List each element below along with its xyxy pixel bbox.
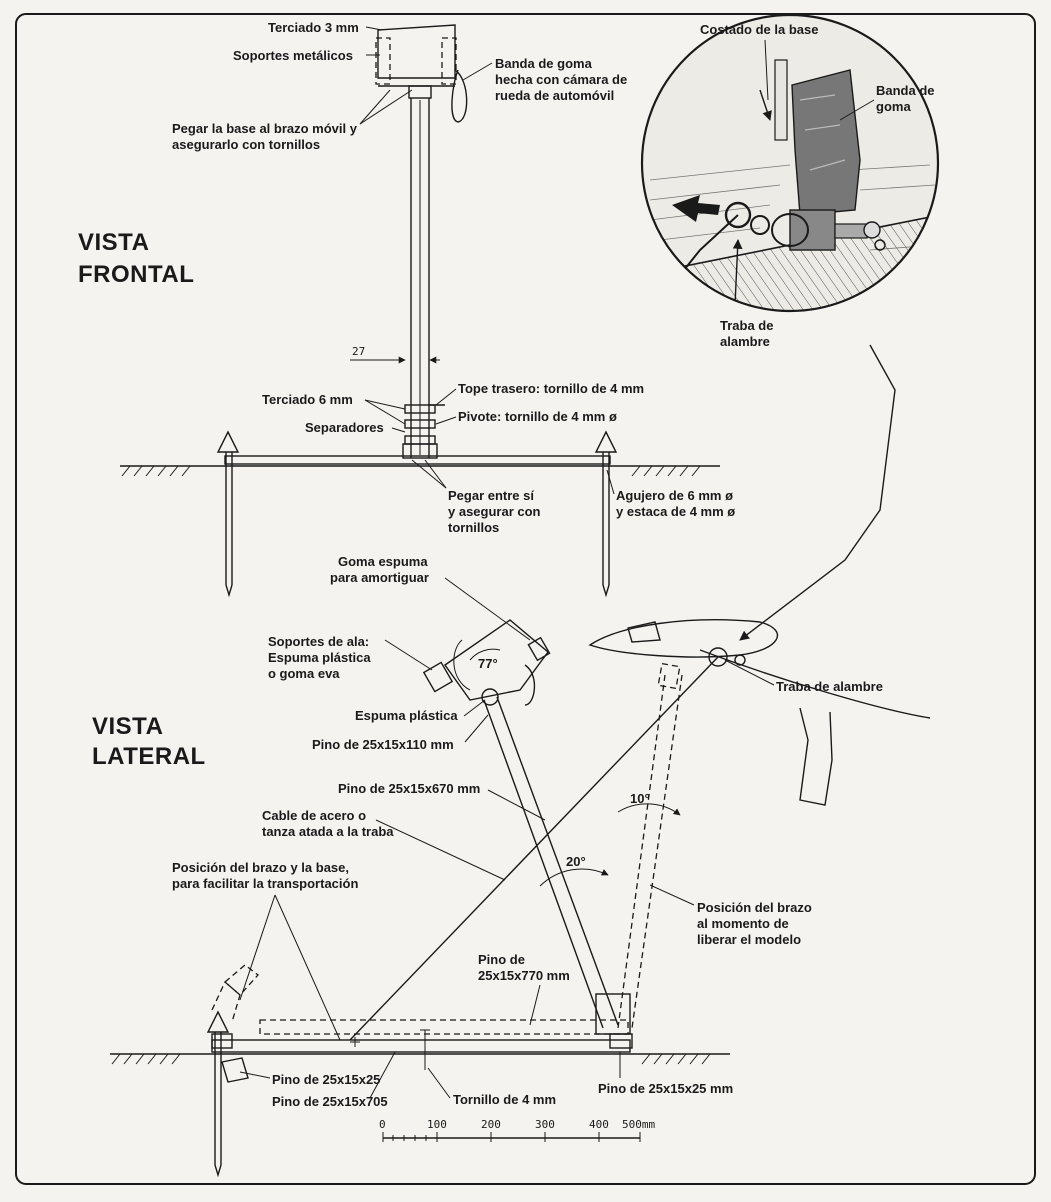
- front-stake-right: [594, 430, 618, 598]
- scale-bar: 0 100 200 300 400 500mm: [379, 1118, 655, 1142]
- label-angle-77: 77°: [478, 656, 498, 671]
- label-rubber-band-3: rueda de automóvil: [495, 88, 614, 103]
- detail-label-rubber-1: Banda de: [876, 83, 935, 98]
- label-glue-together-2: y asegurar con: [448, 504, 541, 519]
- label-pine-705: Pino de 25x15x705: [272, 1094, 388, 1109]
- front-head-assembly: [375, 24, 468, 123]
- side-release-arm: [617, 662, 683, 1029]
- label-cable-2: tanza atada a la traba: [262, 824, 394, 839]
- label-rear-stop: Tope trasero: tornillo de 4 mm: [458, 381, 644, 396]
- detail-label-wire-latch-1: Traba de: [720, 318, 773, 333]
- side-view-title-1: VISTA: [92, 713, 163, 740]
- label-release-3: liberar el modelo: [697, 932, 801, 947]
- label-angle-10: 10°: [630, 791, 650, 806]
- label-glue-base-1: Pegar la base al brazo móvil y: [172, 121, 358, 136]
- label-wing-supports-1: Soportes de ala:: [268, 634, 369, 649]
- detail-label-base-side: Costado de la base: [700, 22, 818, 37]
- scale-tick-0: 0: [379, 1118, 386, 1131]
- scale-tick-300: 300: [535, 1118, 555, 1131]
- label-screw-4mm: Tornillo de 4 mm: [453, 1092, 556, 1107]
- label-pine-770-1: Pino de: [478, 952, 525, 967]
- label-plywood-3mm: Terciado 3 mm: [268, 20, 359, 35]
- label-hole-1: Agujero de 6 mm ø: [616, 488, 733, 503]
- label-release-1: Posición del brazo: [697, 900, 812, 915]
- label-glue-base-2: asegurarlo con tornillos: [172, 137, 320, 152]
- label-pine-670: Pino de 25x15x670 mm: [338, 781, 480, 796]
- label-pine-110: Pino de 25x15x110 mm: [312, 737, 454, 752]
- front-stake-left: [216, 430, 240, 598]
- label-foam-2: para amortiguar: [330, 570, 429, 585]
- scale-tick-200: 200: [481, 1118, 501, 1131]
- label-release-2: al momento de: [697, 916, 789, 931]
- side-transport-position: [211, 964, 629, 1035]
- label-pine-770-2: 25x15x770 mm: [478, 968, 570, 983]
- page-frame: [15, 13, 1036, 1185]
- front-vertical-arm: [402, 98, 445, 459]
- label-wire-latch: Traba de alambre: [776, 679, 883, 694]
- label-wing-supports-2: Espuma plástica: [268, 650, 371, 665]
- label-pine-25-left: Pino de 25x15x25: [272, 1072, 380, 1087]
- label-plastic-foam: Espuma plástica: [355, 708, 458, 723]
- side-head-assembly: [422, 619, 551, 706]
- side-view-title-2: LATERAL: [92, 743, 206, 770]
- label-wing-supports-3: o goma eva: [268, 666, 340, 681]
- label-plywood-6mm: Terciado 6 mm: [262, 392, 353, 407]
- label-transport-1: Posición del brazo y la base,: [172, 860, 349, 875]
- label-glue-together-3: tornillos: [448, 520, 499, 535]
- label-transport-2: para facilitar la transportación: [172, 876, 358, 891]
- detail-label-wire-latch-2: alambre: [720, 334, 770, 349]
- front-view-title-2: FRONTAL: [78, 261, 194, 288]
- label-hole-2: y estaca de 4 mm ø: [616, 504, 735, 519]
- label-rubber-band-2: hecha con cámara de: [495, 72, 627, 87]
- detail-label-rubber-2: goma: [876, 99, 911, 114]
- label-foam-1: Goma espuma: [338, 554, 428, 569]
- scale-tick-100: 100: [427, 1118, 447, 1131]
- side-base: [110, 993, 730, 1083]
- dimension-27-label: 27: [352, 345, 365, 358]
- detail-circle: Costado de la base Banda de goma Traba d…: [640, 13, 940, 641]
- label-spacers: Separadores: [305, 420, 384, 435]
- dimension-27: 27: [350, 345, 440, 364]
- label-rubber-band-1: Banda de goma: [495, 56, 593, 71]
- label-angle-20: 20°: [566, 854, 586, 869]
- side-stake: [206, 1010, 230, 1178]
- front-view-title-1: VISTA: [78, 229, 149, 256]
- side-main-arm: [483, 696, 619, 1029]
- front-view: VISTA FRONTAL 27: [78, 20, 735, 598]
- label-glue-together-1: Pegar entre sí: [448, 488, 534, 503]
- label-pivot: Pivote: tornillo de 4 mm ø: [458, 409, 617, 424]
- label-metal-supports: Soportes metálicos: [233, 48, 353, 63]
- side-view: VISTA LATERAL: [92, 554, 931, 1178]
- label-cable-1: Cable de acero o: [262, 808, 366, 823]
- scale-tick-500mm: 500mm: [622, 1118, 655, 1131]
- label-pine-25-right: Pino de 25x15x25 mm: [598, 1081, 733, 1096]
- scale-tick-400: 400: [589, 1118, 609, 1131]
- model-plane: [349, 619, 931, 1041]
